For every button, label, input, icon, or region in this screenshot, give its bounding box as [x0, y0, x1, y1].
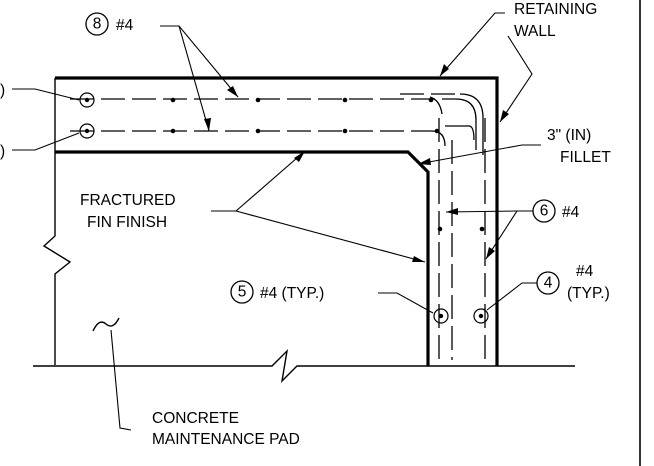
- leader-outer-bars: [486, 282, 537, 311]
- arrowhead-fin-2: [412, 256, 425, 262]
- tilde-symbol: [92, 317, 120, 332]
- mark-number-5: 5: [238, 284, 247, 301]
- truncated-label-bottom: ): [0, 143, 5, 160]
- fin-finish-label-line2: FIN FINISH: [87, 214, 167, 231]
- truncated-label-top: ): [0, 82, 5, 99]
- break-line-left: [42, 78, 72, 365]
- leader-fillet: [417, 144, 541, 165]
- mark-bubble-5: [230, 280, 254, 304]
- concrete-outline-inner: [55, 150, 430, 366]
- retaining-wall-label-line2: WALL: [514, 23, 556, 40]
- fin-finish-label-line1: FRACTURED: [80, 192, 176, 209]
- top-bars: [70, 93, 469, 132]
- fillet-label-line2: FILLET: [560, 149, 611, 166]
- fillet-label-line1: 3" (IN): [547, 127, 591, 144]
- callout-inner-bars-text: #4 (TYP.): [260, 285, 324, 302]
- wall-bars: [438, 118, 486, 360]
- leader-left-bottom: [12, 132, 80, 151]
- leader-fin-finish: [211, 150, 426, 263]
- circled-bar-dots: [84, 97, 484, 319]
- mark-bubble-8: [85, 12, 109, 36]
- arrowhead-wall-2: [486, 247, 495, 259]
- mark-number-8: 8: [93, 16, 102, 33]
- arrowhead-top-2: [204, 118, 211, 131]
- arrowhead-retaining-2: [500, 110, 509, 122]
- arrowhead-fin-1: [294, 151, 305, 162]
- leader-pad: [110, 329, 132, 431]
- leader-top-bars: [160, 25, 239, 132]
- top-bar-hooks: [429, 93, 484, 155]
- arrowhead-wall-1: [446, 208, 458, 215]
- leader-left-top: [12, 88, 80, 101]
- arrowhead-fillet: [418, 158, 431, 165]
- break-line-bottom: [33, 348, 575, 384]
- leader-inner-bars: [378, 292, 434, 314]
- retaining-wall-label-line1: RETAINING: [514, 1, 597, 18]
- arrowhead-retaining-1: [440, 64, 449, 76]
- pad-label-line2: MAINTENANCE PAD: [152, 431, 300, 448]
- callout-wall-bars-text: #4: [562, 204, 580, 221]
- rebar-dots: [170, 97, 485, 232]
- callout-top-bars-text: #4: [116, 17, 134, 34]
- arrowhead-top-1: [227, 86, 238, 97]
- leader-retaining-wall: [439, 12, 533, 123]
- circled-bars: [79, 92, 489, 324]
- callout-outer-bars-text-line1: #4: [576, 263, 594, 280]
- mark-number-4: 4: [544, 275, 553, 292]
- mark-number-6: 6: [540, 203, 549, 220]
- pad-label-line1: CONCRETE: [152, 410, 239, 427]
- callout-outer-bars-text-line2: (TYP.): [567, 285, 610, 302]
- concrete-outline-top: [55, 76, 499, 366]
